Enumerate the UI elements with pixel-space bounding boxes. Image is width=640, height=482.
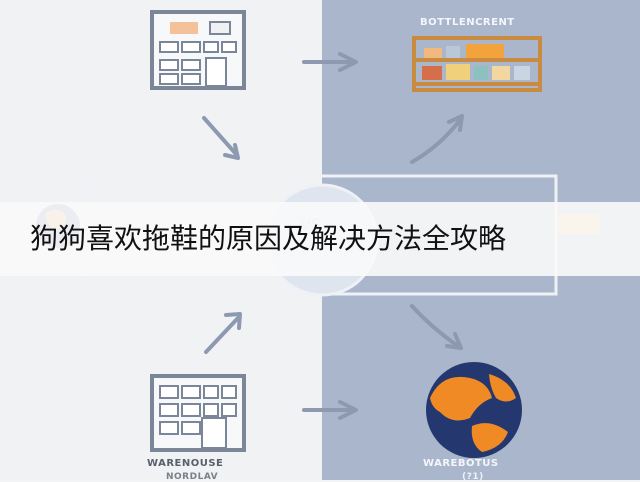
arrow-curve-up <box>410 114 464 164</box>
bottom-left-label: WARENOUSE <box>147 458 224 469</box>
page-title: 狗狗喜欢拖鞋的原因及解决方法全攻略 <box>30 222 507 255</box>
warehouse-building-icon <box>150 10 246 90</box>
top-right-label: BOTTLENCRENT <box>420 17 515 28</box>
bottom-right-label: WAREBOTUS <box>423 458 499 469</box>
warehouse-bottom-building-icon <box>150 374 246 452</box>
title-banner: 狗狗喜欢拖鞋的原因及解决方法全攻略 <box>0 202 640 276</box>
arrow-curve-down <box>410 304 463 350</box>
bottom-right-sublabel: (?1) <box>462 472 484 482</box>
bottom-left-sublabel: NORDLAV <box>166 472 219 482</box>
globe-icon <box>426 362 522 458</box>
arrow-bottom-right <box>302 400 358 420</box>
arrow-top-right <box>302 52 358 72</box>
arrow-top-down <box>202 116 240 160</box>
arrow-bottom-up <box>204 312 242 354</box>
storage-shelf-icon <box>412 36 542 92</box>
